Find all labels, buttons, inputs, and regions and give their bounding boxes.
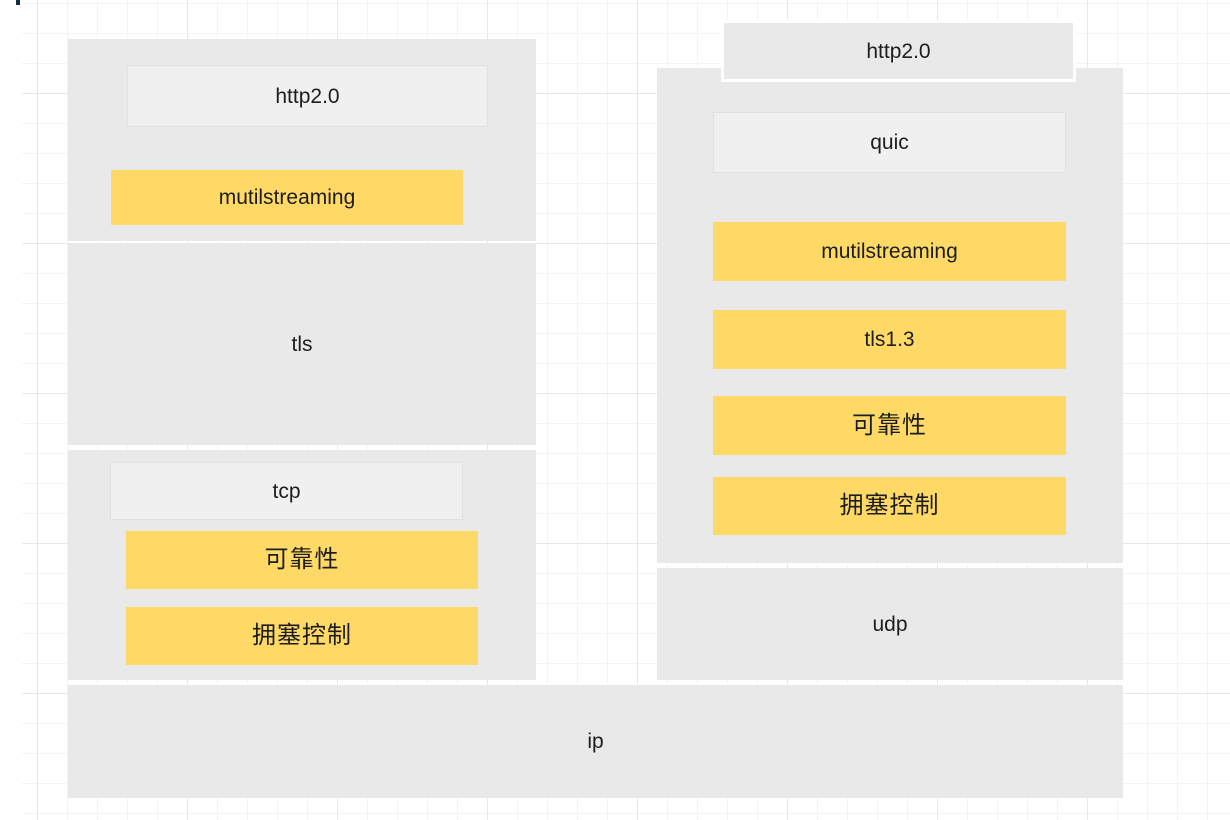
bar-congestion-control-right-label: 拥塞控制 [839, 492, 940, 519]
bar-reliability-left: 可靠性 [126, 531, 478, 589]
node-tcp: tcp 可靠性 拥塞控制 [68, 450, 536, 680]
bar-multistreaming-right: mutilstreaming [713, 222, 1066, 281]
node-http2-right-label: http2.0 [866, 39, 931, 63]
node-http2-left: http2.0 mutilstreaming [68, 39, 536, 241]
bar-congestion-control-left-label: 拥塞控制 [252, 622, 352, 649]
node-quic-label-rect: quic [713, 112, 1066, 173]
bar-congestion-control-left: 拥塞控制 [126, 607, 478, 665]
node-quic-label: quic [870, 131, 909, 154]
bar-multistreaming-left-label: mutilstreaming [218, 186, 356, 209]
node-ip: ip [68, 685, 1123, 798]
node-http2-right: http2.0 [721, 20, 1076, 82]
node-quic: quic mutilstreaming tls1.3 可靠性 拥塞控制 [657, 68, 1123, 563]
bar-reliability-right: 可靠性 [713, 396, 1066, 455]
node-http2-left-label-rect: http2.0 [127, 65, 488, 127]
bar-reliability-right-label: 可靠性 [852, 411, 927, 439]
bar-congestion-control-right: 拥塞控制 [713, 477, 1066, 535]
bar-tls13: tls1.3 [713, 310, 1066, 369]
node-ip-label: ip [587, 730, 604, 753]
corner-artifact [16, 0, 20, 5]
node-tls: tls [68, 244, 536, 445]
node-udp-label: udp [872, 612, 908, 636]
bar-tls13-label: tls1.3 [864, 328, 915, 351]
node-udp: udp [657, 568, 1123, 680]
bar-multistreaming-right-label: mutilstreaming [821, 240, 958, 263]
bar-multistreaming-left: mutilstreaming [111, 170, 463, 225]
bar-reliability-left-label: 可靠性 [264, 546, 340, 573]
node-tcp-label: tcp [272, 479, 301, 503]
node-tls-label: tls [291, 333, 313, 356]
node-http2-left-label: http2.0 [275, 84, 340, 108]
node-tcp-label-rect: tcp [110, 462, 463, 520]
